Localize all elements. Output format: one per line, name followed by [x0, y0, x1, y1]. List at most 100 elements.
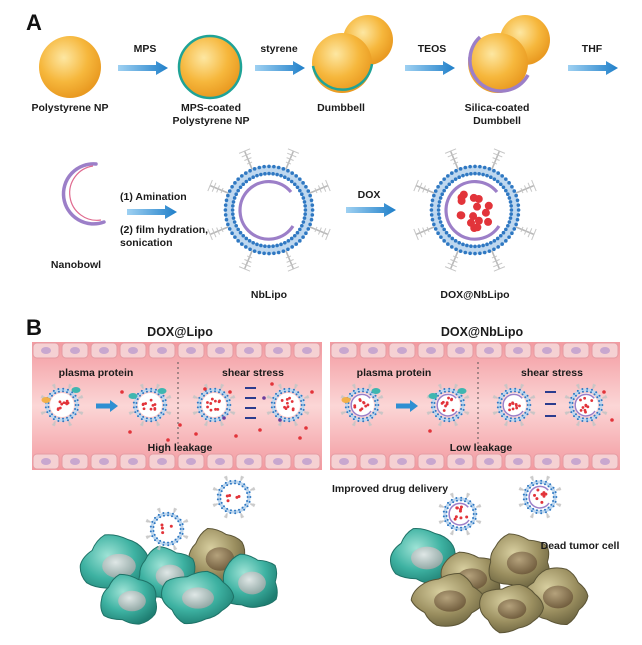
lipid-head — [216, 498, 219, 501]
peg-brush — [519, 487, 522, 491]
peg-brush — [140, 384, 144, 387]
peg-brush — [520, 422, 523, 424]
lipid-head — [201, 415, 204, 418]
lipid-head — [430, 406, 433, 409]
peg-brush — [344, 411, 346, 413]
peg-brush — [559, 503, 562, 508]
lipid-head — [374, 394, 377, 397]
lipid-head — [525, 493, 528, 496]
peg-brush — [564, 394, 567, 399]
lipid-head — [149, 530, 152, 533]
peg-brush — [270, 397, 272, 399]
lipid-head — [145, 419, 148, 422]
dox-molecule — [457, 211, 466, 220]
lipid-head — [241, 233, 246, 238]
peg-brush — [493, 266, 506, 272]
lipid-head — [596, 396, 599, 399]
lipid-head — [573, 415, 576, 418]
peg-chain — [166, 411, 171, 414]
leaked-dox — [298, 436, 302, 440]
lipid-head — [300, 404, 303, 406]
lipid-head — [436, 208, 441, 212]
peg-brush — [546, 515, 550, 518]
lipid-head — [586, 390, 589, 393]
plasma-protein — [457, 388, 467, 394]
lipid-head — [350, 413, 353, 416]
peg-brush — [279, 386, 282, 388]
lipid-head — [149, 525, 152, 528]
right-plasma-label: plasma protein — [357, 367, 432, 379]
lipid-head — [430, 217, 435, 222]
dox-molecule — [285, 397, 289, 401]
leaked-dox — [310, 390, 314, 394]
peg-brush — [504, 423, 508, 426]
peg-brush — [353, 386, 356, 388]
lipid-head — [229, 480, 232, 483]
peg-chain — [250, 488, 255, 491]
lipid-head — [436, 185, 440, 189]
lipid-head — [544, 480, 547, 483]
dumbbell-icon — [311, 15, 393, 93]
peg-chain — [53, 421, 56, 426]
peg-chain — [41, 411, 46, 414]
peg-brush — [464, 411, 466, 413]
dox-molecule — [353, 405, 357, 409]
peg-brush — [140, 423, 144, 426]
peg-brush — [233, 411, 236, 416]
peg-chain — [451, 530, 454, 535]
peg-brush — [451, 495, 454, 497]
peg-brush — [378, 411, 380, 413]
lipid-head — [482, 250, 487, 255]
peg-brush — [532, 411, 535, 415]
lipid-head — [463, 250, 468, 255]
peg-brush — [532, 395, 535, 399]
peg-brush — [532, 479, 534, 481]
lipid-head — [468, 251, 472, 256]
lipid-head — [352, 389, 355, 392]
peg-brush — [203, 424, 208, 427]
lipid-head — [572, 409, 575, 412]
peg-chain — [520, 384, 523, 389]
lipid-head — [451, 391, 454, 394]
lipid-head — [434, 409, 437, 412]
lipid-head — [501, 415, 504, 418]
lipid-head — [598, 404, 601, 406]
lipid-head — [472, 503, 475, 506]
peg-brush — [578, 421, 580, 423]
peg-brush — [286, 157, 294, 161]
lipid-head — [220, 501, 223, 504]
lipid-head — [510, 231, 514, 235]
cell-nucleus — [186, 458, 196, 465]
peg-brush — [379, 411, 381, 414]
peg-brush — [450, 157, 458, 161]
dox-molecule — [364, 404, 368, 408]
lipid-head — [492, 168, 496, 173]
lipid-head — [179, 523, 182, 526]
dox-molecule — [508, 402, 512, 406]
lipid-head — [472, 513, 475, 515]
lipid-head — [162, 408, 165, 411]
lipid-head — [438, 389, 441, 392]
lipid-head — [49, 415, 52, 418]
plasma-protein — [71, 387, 81, 393]
peg-brush — [505, 422, 508, 424]
dox-molecule — [285, 401, 289, 405]
lipid-head — [174, 538, 177, 541]
lipid-head — [528, 399, 531, 402]
peg-brush — [226, 513, 228, 515]
arrow-styrene-label: styrene — [260, 43, 298, 55]
lipid-head — [132, 406, 135, 409]
lipid-head — [571, 406, 574, 409]
lipid-head — [244, 503, 247, 506]
lipid-head — [151, 520, 154, 523]
lipid-head — [157, 414, 160, 417]
lipid-head — [301, 220, 306, 224]
peg-brush — [203, 383, 208, 386]
lipid-head — [433, 227, 438, 231]
lipid-head — [362, 420, 365, 423]
peg-chain — [279, 384, 282, 389]
lipid-head — [152, 530, 155, 533]
lipid-head — [237, 508, 240, 511]
peg-brush — [267, 395, 270, 399]
lipid-head — [206, 392, 209, 395]
